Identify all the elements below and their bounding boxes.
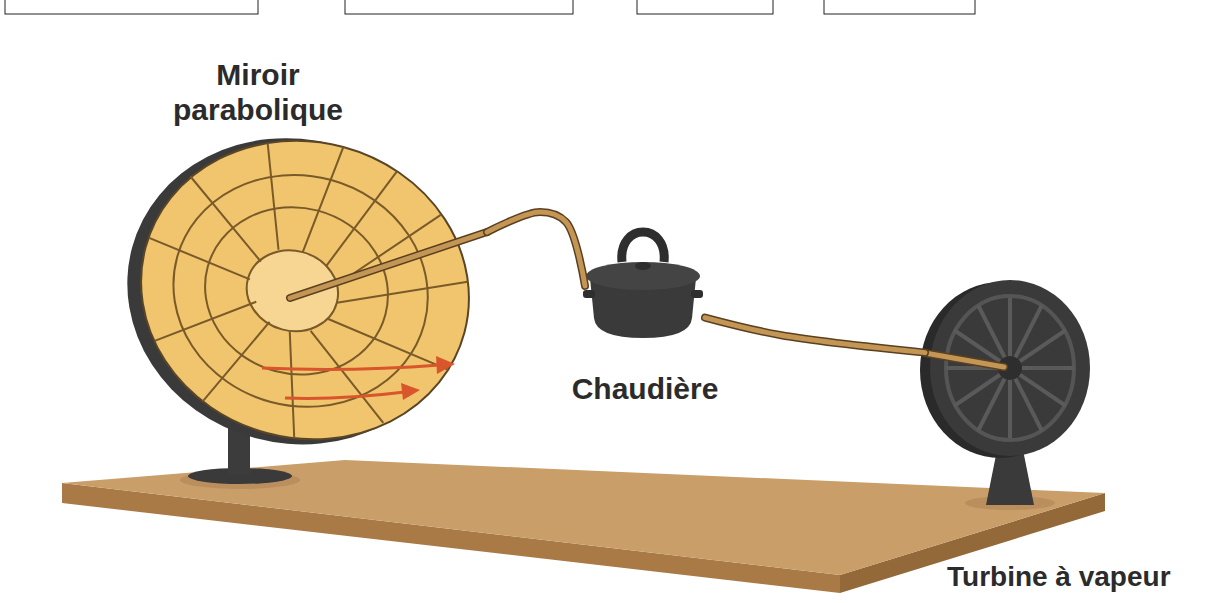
- steam-pipe: [705, 318, 925, 353]
- pipe-core: [705, 318, 925, 353]
- part-label: Turbine à vapeur: [947, 561, 1207, 593]
- focus-pipe: [290, 232, 487, 298]
- steam-turbine: [920, 280, 1090, 505]
- part-label: Chaudière: [545, 372, 745, 407]
- parabolic-dish: [93, 101, 503, 483]
- pipe-outline: [705, 318, 925, 353]
- pipe-core: [487, 212, 585, 286]
- boiler-pot: [583, 232, 703, 338]
- turbine-node: Turbine à vapeur: [925, 278, 1100, 460]
- part-label: Miroir parabolique: [148, 58, 368, 127]
- top-frames: [5, 0, 975, 14]
- mirror-node: Miroir parabolique: [130, 140, 487, 445]
- sunlight-arrowheads: [401, 356, 455, 400]
- steam-pipe: [487, 212, 585, 286]
- boiler-node: Chaudière: [585, 220, 705, 342]
- pipe-outline: [487, 212, 585, 286]
